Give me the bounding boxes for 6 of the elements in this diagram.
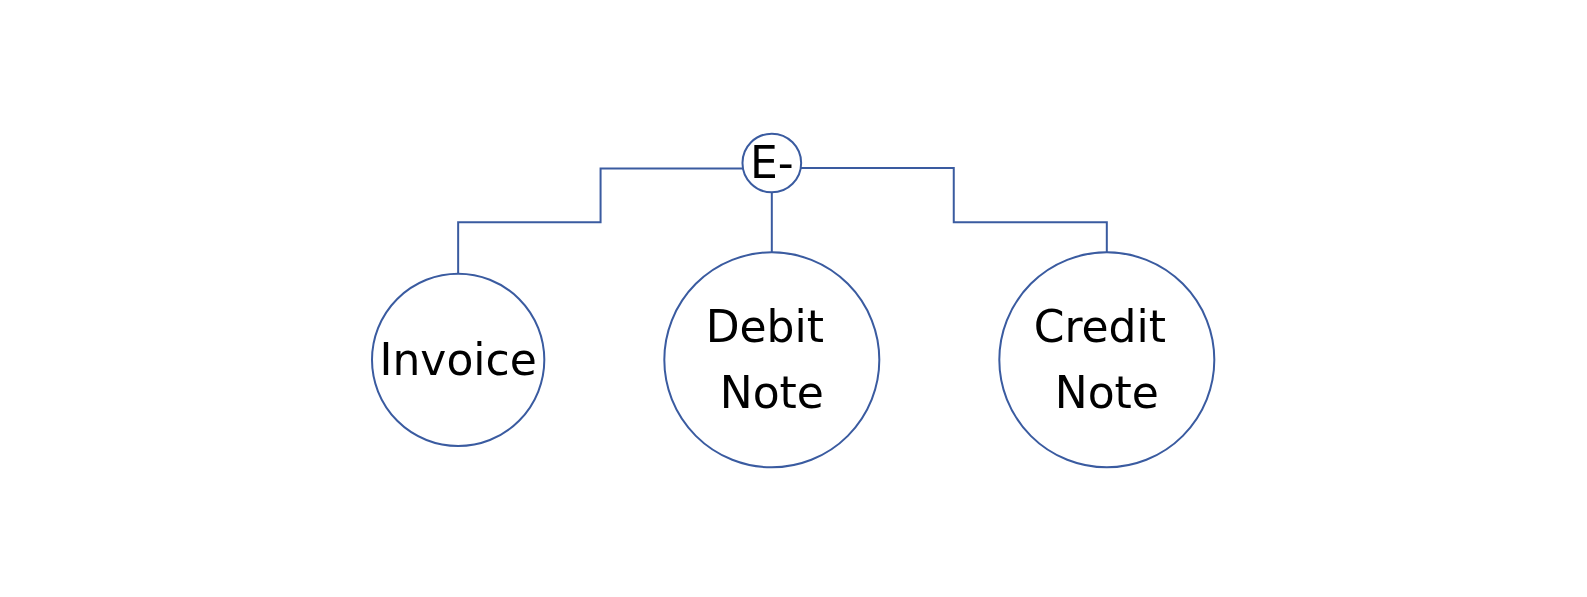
- node-circle: Debit Note: [663, 251, 881, 469]
- node-circle: Credit Note: [998, 251, 1216, 469]
- node-circle: Invoice: [371, 272, 546, 447]
- connector: [800, 166, 1109, 254]
- node-circle: E-: [741, 132, 803, 194]
- connector: [771, 191, 774, 254]
